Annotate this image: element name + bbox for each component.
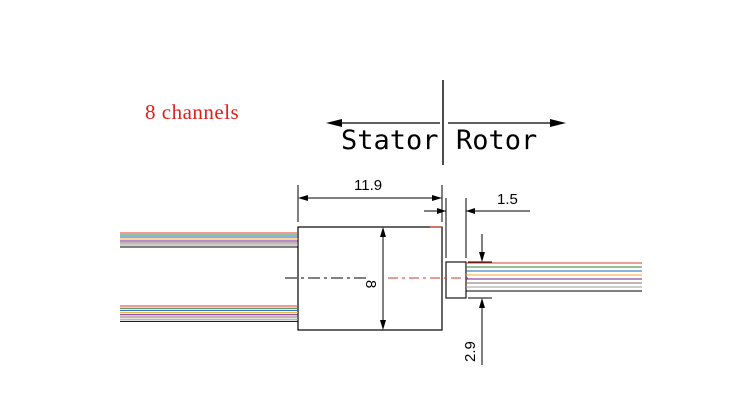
rotor-diameter-value: 2.9 — [462, 341, 479, 362]
rotor-label: Rotor — [456, 125, 537, 156]
stator-body — [297, 226, 443, 331]
dimension-rotor-length: 1.5 — [424, 191, 530, 258]
stator-rotor-header: Stator Rotor — [326, 80, 566, 165]
rotor-length-value: 1.5 — [497, 191, 518, 208]
dimension-stator-diameter: 8 — [362, 227, 386, 330]
rotor-arrowhead — [550, 119, 566, 127]
dim-arrow-left — [298, 195, 308, 201]
dim-arrow-1-5-right — [466, 208, 475, 214]
dim-arrow-2-9-bottom — [479, 298, 485, 308]
stator-wires-upper — [120, 232, 298, 248]
stator-length-value: 11.9 — [354, 177, 382, 194]
stator-label: Stator — [341, 125, 439, 156]
channel-count-caption: 8 channels — [145, 100, 240, 124]
dimension-stator-length: 11.9 — [297, 177, 443, 222]
rotor-wires — [466, 262, 642, 292]
stator-diameter-value: 8 — [362, 280, 379, 288]
dim-arrow-1-5-left — [437, 208, 446, 214]
stator-arrowhead — [326, 119, 342, 127]
rotor-body — [445, 261, 467, 299]
dim-arrow-8-top — [380, 227, 386, 237]
dimension-rotor-diameter: 2.9 — [462, 234, 492, 365]
dim-arrow-2-9-top — [479, 252, 485, 262]
dim-arrow-8-bottom — [380, 320, 386, 330]
stator-wires-lower — [120, 305, 298, 322]
dim-arrow-right — [432, 195, 442, 201]
